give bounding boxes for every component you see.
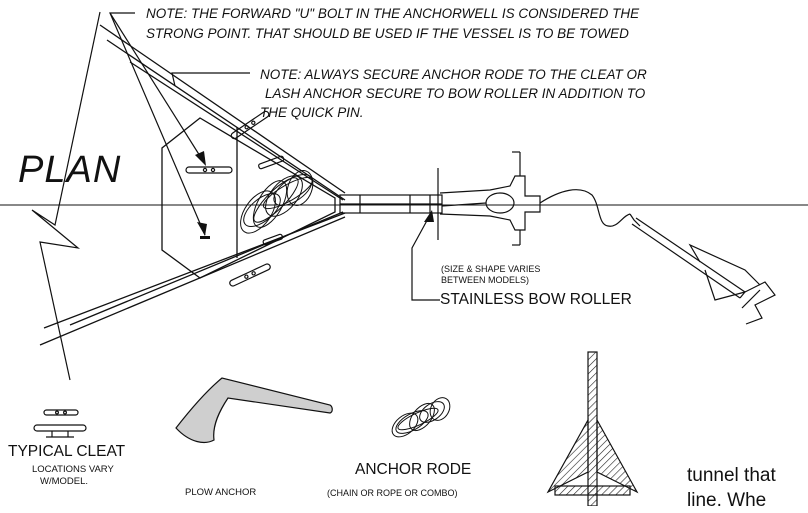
anchorwell-cleat bbox=[185, 166, 233, 174]
arrowhead-cleat bbox=[195, 151, 206, 166]
coiled-rode bbox=[240, 170, 314, 234]
deployed-anchor bbox=[629, 213, 776, 325]
deployed-rode bbox=[539, 189, 631, 227]
legend-cleat-icon bbox=[33, 409, 87, 438]
tow-note-line-2: STRONG POINT. THAT SHOULD BE USED IF THE… bbox=[146, 26, 629, 41]
legend-rode-sub: (CHAIN OR ROPE OR COMBO) bbox=[327, 488, 458, 498]
legend-cleat-sub-2: W/MODEL. bbox=[40, 476, 89, 487]
legend-cleat-sub-1: LOCATIONS VARY bbox=[32, 464, 114, 475]
roller-label: STAINLESS BOW ROLLER bbox=[440, 291, 632, 308]
tow-note-line-1: NOTE: THE FORWARD "U" BOLT IN THE ANCHOR… bbox=[146, 6, 640, 21]
deck-cleat-lower bbox=[229, 263, 271, 287]
anchor-well bbox=[161, 117, 336, 279]
cleat-note-line-3: THE QUICK PIN. bbox=[260, 105, 364, 120]
arrowhead-ubolt bbox=[197, 222, 207, 236]
deck-cleat-upper bbox=[230, 110, 270, 140]
legend-rode-icon bbox=[391, 397, 451, 438]
body-text-line-2: line. Whe bbox=[687, 490, 767, 511]
tow-note-leaders bbox=[109, 12, 206, 236]
legend-rode-title: ANCHOR RODE bbox=[355, 461, 472, 478]
roller-leader bbox=[411, 214, 440, 301]
bow-roller bbox=[339, 168, 443, 240]
cleat-note-line-2: LASH ANCHOR SECURE TO BOW ROLLER IN ADDI… bbox=[265, 86, 646, 101]
roller-note-line-2: BETWEEN MODELS) bbox=[441, 275, 530, 285]
u-bolt-mark bbox=[200, 236, 210, 239]
roller-note-line-1: (SIZE & SHAPE VARIES bbox=[441, 264, 541, 274]
view-title: PLAN bbox=[18, 149, 122, 191]
legend-plow-anchor-icon bbox=[175, 377, 333, 443]
arrowhead-roller bbox=[424, 210, 434, 222]
cleat-note-leader bbox=[171, 72, 250, 87]
legend-cleat-title: TYPICAL CLEAT bbox=[8, 443, 126, 460]
deck-fitting-small bbox=[258, 155, 285, 246]
break-line bbox=[31, 11, 101, 381]
roller-anchor bbox=[439, 151, 541, 246]
legend-fluke-anchor-icon bbox=[546, 351, 639, 507]
cleat-note-line-1: NOTE: ALWAYS SECURE ANCHOR RODE TO THE C… bbox=[260, 67, 647, 82]
legend-plow-title: PLOW ANCHOR bbox=[185, 487, 257, 498]
body-text-line-1: tunnel that bbox=[687, 465, 776, 486]
